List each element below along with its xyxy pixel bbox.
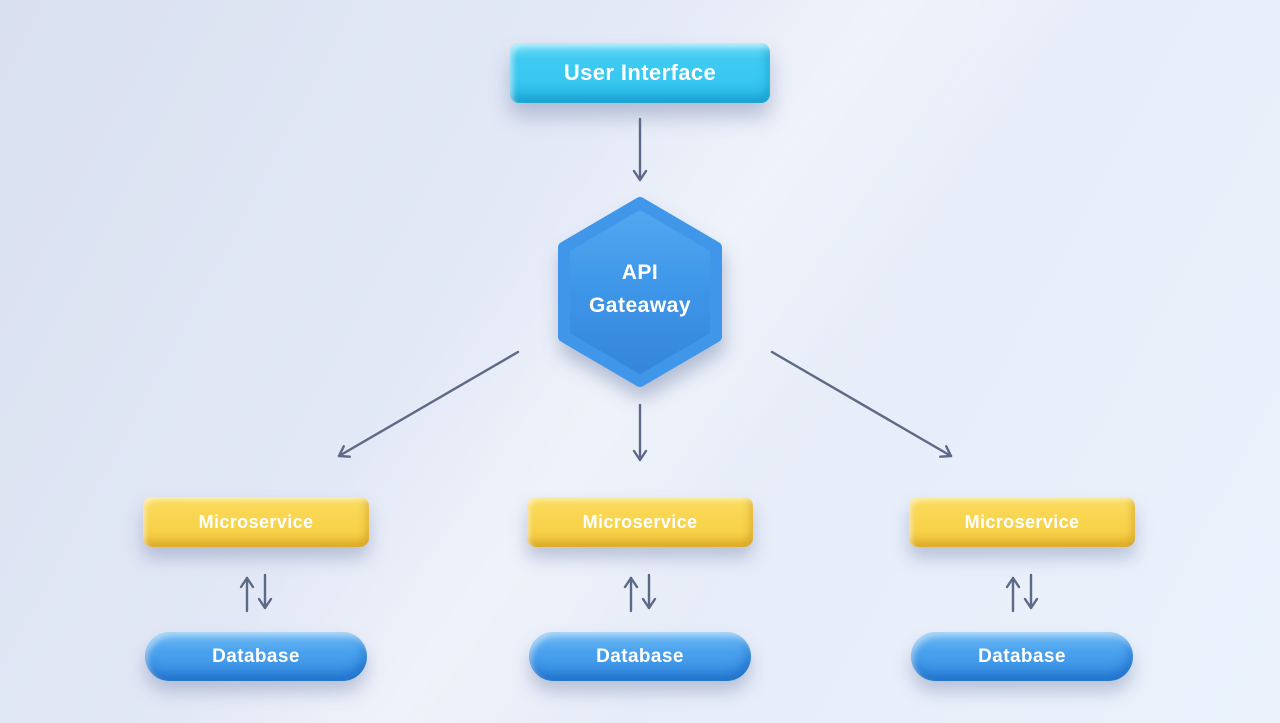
- bidirectional-arrow-icon: [239, 573, 273, 613]
- node-api-gateway-label: API Gateaway: [555, 256, 725, 322]
- node-microservice-2: Microservice: [527, 497, 753, 547]
- node-database-2-label: Database: [596, 645, 684, 667]
- node-microservice-2-label: Microservice: [582, 511, 698, 532]
- api-gateway-label-line2: Gateaway: [588, 294, 692, 317]
- node-database-3: Database: [911, 632, 1133, 681]
- node-database-3-label: Database: [978, 645, 1066, 667]
- node-microservice-3: Microservice: [909, 497, 1135, 547]
- node-microservice-3-label: Microservice: [964, 511, 1080, 532]
- bidirectional-arrow-icon: [1005, 573, 1039, 613]
- arrow-gateway-to-microservice-1: [337, 350, 520, 458]
- bidirectional-arrow-icon: [623, 573, 657, 613]
- node-user-interface: User Interface: [510, 43, 770, 103]
- arrow-gateway-to-microservice-3: [770, 350, 953, 458]
- node-database-1-label: Database: [212, 645, 300, 667]
- api-gateway-label-line1: API: [621, 261, 659, 284]
- node-microservice-1-label: Microservice: [198, 511, 314, 532]
- node-database-1: Database: [145, 632, 367, 681]
- node-user-interface-label: User Interface: [563, 60, 717, 85]
- node-database-2: Database: [529, 632, 751, 681]
- node-microservice-1: Microservice: [143, 497, 369, 547]
